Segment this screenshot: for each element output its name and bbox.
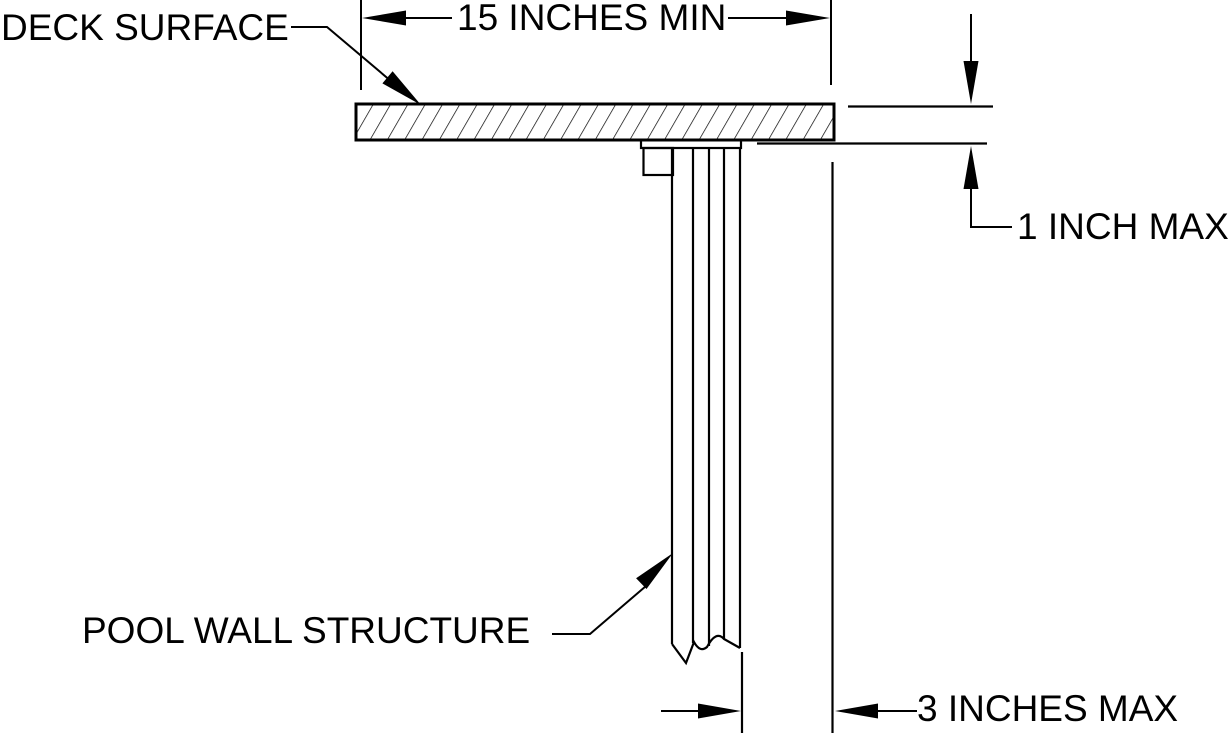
pool-wall-structure [639, 138, 743, 666]
wall-flange [642, 146, 675, 177]
deck-surface-leader [291, 26, 421, 105]
wall-cap-plate [639, 138, 743, 150]
leader-arrowhead-icon [636, 553, 673, 589]
width-dimension [360, 0, 832, 90]
arrowhead-left-icon [362, 10, 406, 26]
deck-hatch-fill [356, 104, 834, 140]
overhang-dimension-label: 3 INCHES MAX [917, 688, 1178, 729]
pool-wall-leader [552, 553, 673, 635]
arrowhead-right-icon [786, 10, 830, 26]
leader-line [291, 26, 399, 88]
deck-outline [354, 102, 836, 142]
arrow-down-head-icon [963, 61, 979, 104]
thickness-dimension-label: 1 INCH MAX [1017, 206, 1229, 247]
leader-line [552, 585, 647, 635]
width-dimension-label: 15 INCHES MIN [457, 0, 726, 38]
pool-wall-label: POOL WALL STRUCTURE [82, 610, 530, 651]
leader-arrowhead-icon [382, 71, 421, 105]
leader-elbow [970, 187, 1012, 228]
arrow-left-head-icon [835, 703, 878, 719]
arrow-up-head-icon [963, 146, 979, 189]
wall-break-line [671, 634, 741, 666]
overhang-dimension [661, 162, 917, 733]
arrow-right-head-icon [698, 703, 741, 719]
deck-surface-label: DECK SURFACE [1, 7, 289, 48]
deck-surface-bar [354, 102, 836, 142]
thickness-dimension [757, 14, 1012, 228]
